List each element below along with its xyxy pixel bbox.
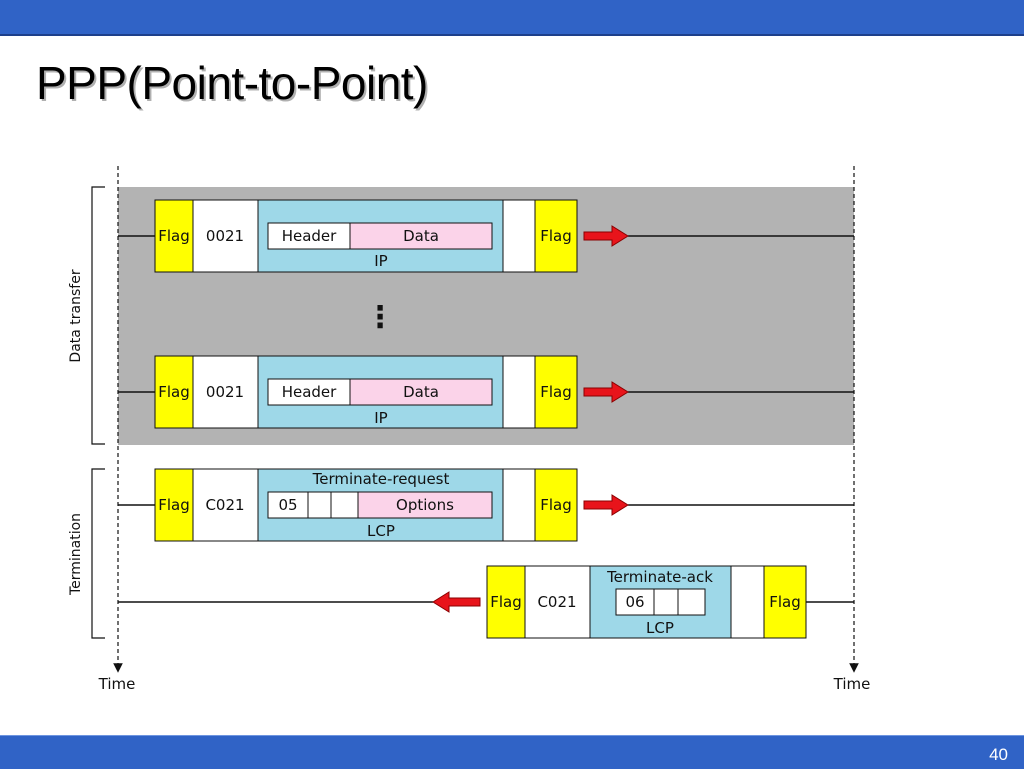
right-arrow: [583, 494, 629, 516]
code-field: [267, 491, 309, 519]
fcs-field: [502, 355, 536, 429]
right-arrow: [583, 225, 629, 247]
flag-field: [154, 355, 194, 429]
ppp-diagram: Data transfer Termination Flag 0021 Head…: [68, 166, 871, 693]
termination-label: Termination: [68, 513, 84, 596]
flag-field: [534, 468, 578, 542]
length-field: [677, 588, 706, 616]
payload-field: [589, 565, 732, 639]
payload-label: LCP: [646, 619, 674, 637]
time-label-left: Time: [98, 675, 136, 693]
options-field: [357, 491, 493, 519]
length-field: [330, 491, 359, 519]
code-label: 06: [625, 593, 644, 611]
slide-title: PPP(Point-to-Point): [36, 57, 428, 109]
time-label-right: Time: [833, 675, 871, 693]
flag-label: Flag: [540, 383, 572, 401]
flag-label: Flag: [769, 593, 801, 611]
bottom-bar: 40: [0, 735, 1024, 769]
identifier-field: [307, 491, 332, 519]
header-field: [267, 222, 351, 250]
header-label: Header: [282, 227, 337, 245]
protocol-field: [192, 355, 259, 429]
data-label: Data: [403, 227, 439, 245]
terminate-request-frame: Flag C021 Terminate-request 05 Options L…: [118, 468, 854, 542]
flag-label: Flag: [540, 496, 572, 514]
flag-field: [154, 199, 194, 273]
data-transfer-label: Data transfer: [68, 269, 84, 362]
flag-field: [763, 565, 807, 639]
header-field: [267, 378, 351, 406]
flag-label: Flag: [158, 227, 190, 245]
protocol-label: 0021: [206, 227, 244, 245]
payload-label: LCP: [367, 522, 395, 540]
flag-label: Flag: [490, 593, 522, 611]
header-label: Header: [282, 383, 337, 401]
top-bar: [0, 0, 1024, 36]
protocol-label: C021: [205, 496, 244, 514]
page-number: 40: [989, 745, 1008, 764]
terminate-ack-frame: Flag C021 Terminate-ack 06 LCP Flag: [118, 565, 854, 639]
left-arrow: [432, 591, 481, 613]
right-arrow: [583, 381, 629, 403]
fcs-field: [730, 565, 765, 639]
data-field: [349, 222, 493, 250]
payload-label: IP: [374, 252, 387, 270]
payload-label: IP: [374, 409, 387, 427]
data-label: Data: [403, 383, 439, 401]
fcs-field: [502, 199, 536, 273]
code-label: 05: [278, 496, 297, 514]
protocol-field: [524, 565, 591, 639]
code-field: [615, 588, 655, 616]
ellipsis: ⋮: [365, 300, 395, 335]
protocol-label: 0021: [206, 383, 244, 401]
flag-label: Flag: [158, 383, 190, 401]
flag-label: Flag: [158, 496, 190, 514]
protocol-label: C021: [537, 593, 576, 611]
termination-bracket: [91, 468, 105, 639]
data-field: [349, 378, 493, 406]
flag-field: [154, 468, 194, 542]
message-label: Terminate-ack: [606, 568, 713, 586]
flag-label: Flag: [540, 227, 572, 245]
identifier-field: [653, 588, 679, 616]
flag-field: [534, 199, 578, 273]
ip-frame-2: Flag 0021 Header Data IP Flag: [118, 355, 854, 429]
protocol-field: [192, 199, 259, 273]
flag-field: [534, 355, 578, 429]
protocol-field: [192, 468, 259, 542]
message-label: Terminate-request: [312, 470, 450, 488]
fcs-field: [502, 468, 536, 542]
data-transfer-bracket: [91, 186, 105, 445]
ip-frame-1: Flag 0021 Header Data IP Flag: [118, 199, 854, 273]
options-label: Options: [396, 496, 454, 514]
